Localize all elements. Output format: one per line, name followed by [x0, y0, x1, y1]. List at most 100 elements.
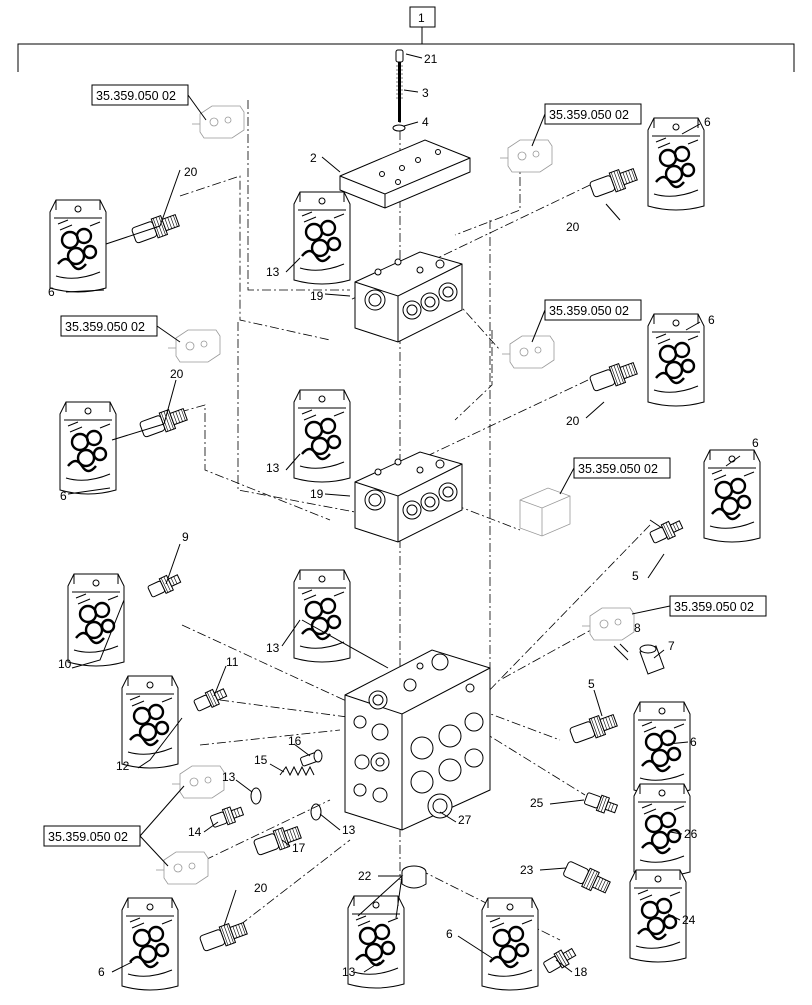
callout-26: 26 [684, 827, 698, 841]
callout-27: 27 [458, 813, 472, 827]
assembly-number: 1 [418, 11, 425, 25]
seal-kit-13-lower [292, 568, 352, 664]
callout-9: 9 [182, 530, 189, 544]
callout-6-a: 6 [704, 115, 711, 129]
fitting-part-25 [582, 789, 620, 817]
callout-6-d: 6 [60, 489, 67, 503]
callout-21: 21 [424, 52, 438, 66]
callout-13-b: 13 [266, 461, 280, 475]
seal-kit-6-right-lower [632, 700, 692, 796]
callout-18: 18 [574, 965, 588, 979]
callout-23: 23 [520, 863, 534, 877]
seal-kit-6-bottom-mid [480, 896, 540, 992]
callout-14: 14 [188, 825, 202, 839]
seal-kit-24 [628, 868, 688, 964]
callout-labels: 21 3 4 2 20 6 20 6 13 19 6 20 20 13 19 6… [48, 52, 759, 979]
reference-box-7: 35.359.050 02 [43, 785, 185, 867]
reference-code-3: 35.359.050 02 [549, 304, 629, 318]
valve-section-19-lower [354, 451, 463, 543]
cartridge-part-20-upper-left [130, 210, 182, 246]
seal-kit-13-upper [292, 190, 352, 286]
callout-6-g: 6 [98, 965, 105, 979]
reference-box-1: 35.359.050 02 [91, 84, 207, 121]
callout-6-h: 6 [446, 927, 453, 941]
cap-part-22 [401, 865, 427, 889]
seal-kit-13-bottom [346, 894, 406, 990]
valve-section-19-upper [354, 251, 463, 343]
cartridge-part-20-mid-left [138, 404, 190, 440]
callout-24: 24 [682, 913, 696, 927]
seal-kit-6-upper-right [646, 116, 706, 212]
reference-box-2: 35.359.050 02 [531, 103, 642, 147]
callout-5-b: 5 [588, 677, 595, 691]
valve-body-part-27 [344, 649, 491, 831]
callout-15: 15 [254, 753, 268, 767]
reference-box-4: 35.359.050 02 [60, 315, 181, 343]
callout-13-f: 13 [342, 965, 356, 979]
reference-code-4: 35.359.050 02 [65, 320, 145, 334]
reference-code-7: 35.359.050 02 [48, 830, 128, 844]
seal-kit-6-mid-left [58, 400, 118, 496]
cartridge-part-23 [561, 858, 613, 898]
plug-part-14 [208, 803, 246, 831]
seal-kit-6-upper-left [48, 198, 108, 294]
plate-part-2 [339, 139, 471, 209]
callout-13-a: 13 [266, 265, 280, 279]
reference-box-3: 35.359.050 02 [531, 299, 642, 343]
fitting-part-18 [541, 944, 579, 976]
reference-code-1: 35.359.050 02 [96, 89, 176, 103]
callout-5-a: 5 [632, 569, 639, 583]
reference-code-2: 35.359.050 02 [549, 108, 629, 122]
callout-20-c: 20 [170, 367, 184, 381]
washer-part-4 [392, 124, 406, 132]
callout-22: 22 [358, 869, 372, 883]
cartridge-part-5-right [568, 710, 620, 746]
callout-10: 10 [58, 657, 72, 671]
rod-part-3 [395, 49, 404, 122]
fitting-part-9 [146, 570, 183, 600]
callout-19-b: 19 [310, 487, 324, 501]
callout-2: 2 [310, 151, 317, 165]
seal-kit-6-bottom-left [120, 896, 180, 992]
reference-code-5: 35.359.050 02 [578, 462, 658, 476]
oring-part-13-b [310, 803, 322, 821]
solenoid-coil-mid-right [501, 335, 555, 369]
seal-kit-6-right-upper [702, 448, 762, 544]
solenoid-coil-upper-right [499, 139, 553, 173]
callout-16: 16 [288, 734, 302, 748]
callout-7: 7 [668, 639, 675, 653]
callout-13-d: 13 [222, 770, 236, 784]
fitting-part-5-upper [648, 516, 685, 546]
cartridge-part-20-mid-right [588, 358, 640, 394]
fitting-part-11 [192, 684, 229, 714]
callout-20-a: 20 [184, 165, 198, 179]
callout-12: 12 [116, 759, 130, 773]
cartridge-part-20-upper-right [588, 164, 640, 200]
oring-part-13-a [250, 787, 262, 805]
callout-25: 25 [530, 796, 544, 810]
sleeve-part-7 [639, 644, 665, 675]
callout-13-c: 13 [266, 641, 280, 655]
callout-3: 3 [422, 86, 429, 100]
callout-6-f: 6 [690, 735, 697, 749]
reference-box-6: 35.359.050 02 [631, 595, 767, 617]
pin-part-8 [613, 645, 629, 661]
callout-20-b: 20 [566, 220, 580, 234]
spring-part-15 [279, 765, 315, 777]
callout-13-e: 13 [342, 823, 356, 837]
seal-kit-6-mid-right [646, 312, 706, 408]
callout-4: 4 [422, 115, 429, 129]
cartridge-part-20-bottom-left [198, 918, 250, 954]
solenoid-box-right [519, 487, 571, 537]
pin-part-16 [300, 749, 323, 767]
callout-6-c: 6 [708, 313, 715, 327]
callout-20-e: 20 [254, 881, 268, 895]
reference-code-6: 35.359.050 02 [674, 600, 754, 614]
reference-box-5: 35.359.050 02 [559, 457, 671, 495]
callout-6-b: 6 [48, 285, 55, 299]
callout-20-d: 20 [566, 414, 580, 428]
callout-11: 11 [226, 655, 239, 669]
callout-17: 17 [292, 841, 306, 855]
solenoid-coil-lower-left-a [171, 765, 225, 799]
